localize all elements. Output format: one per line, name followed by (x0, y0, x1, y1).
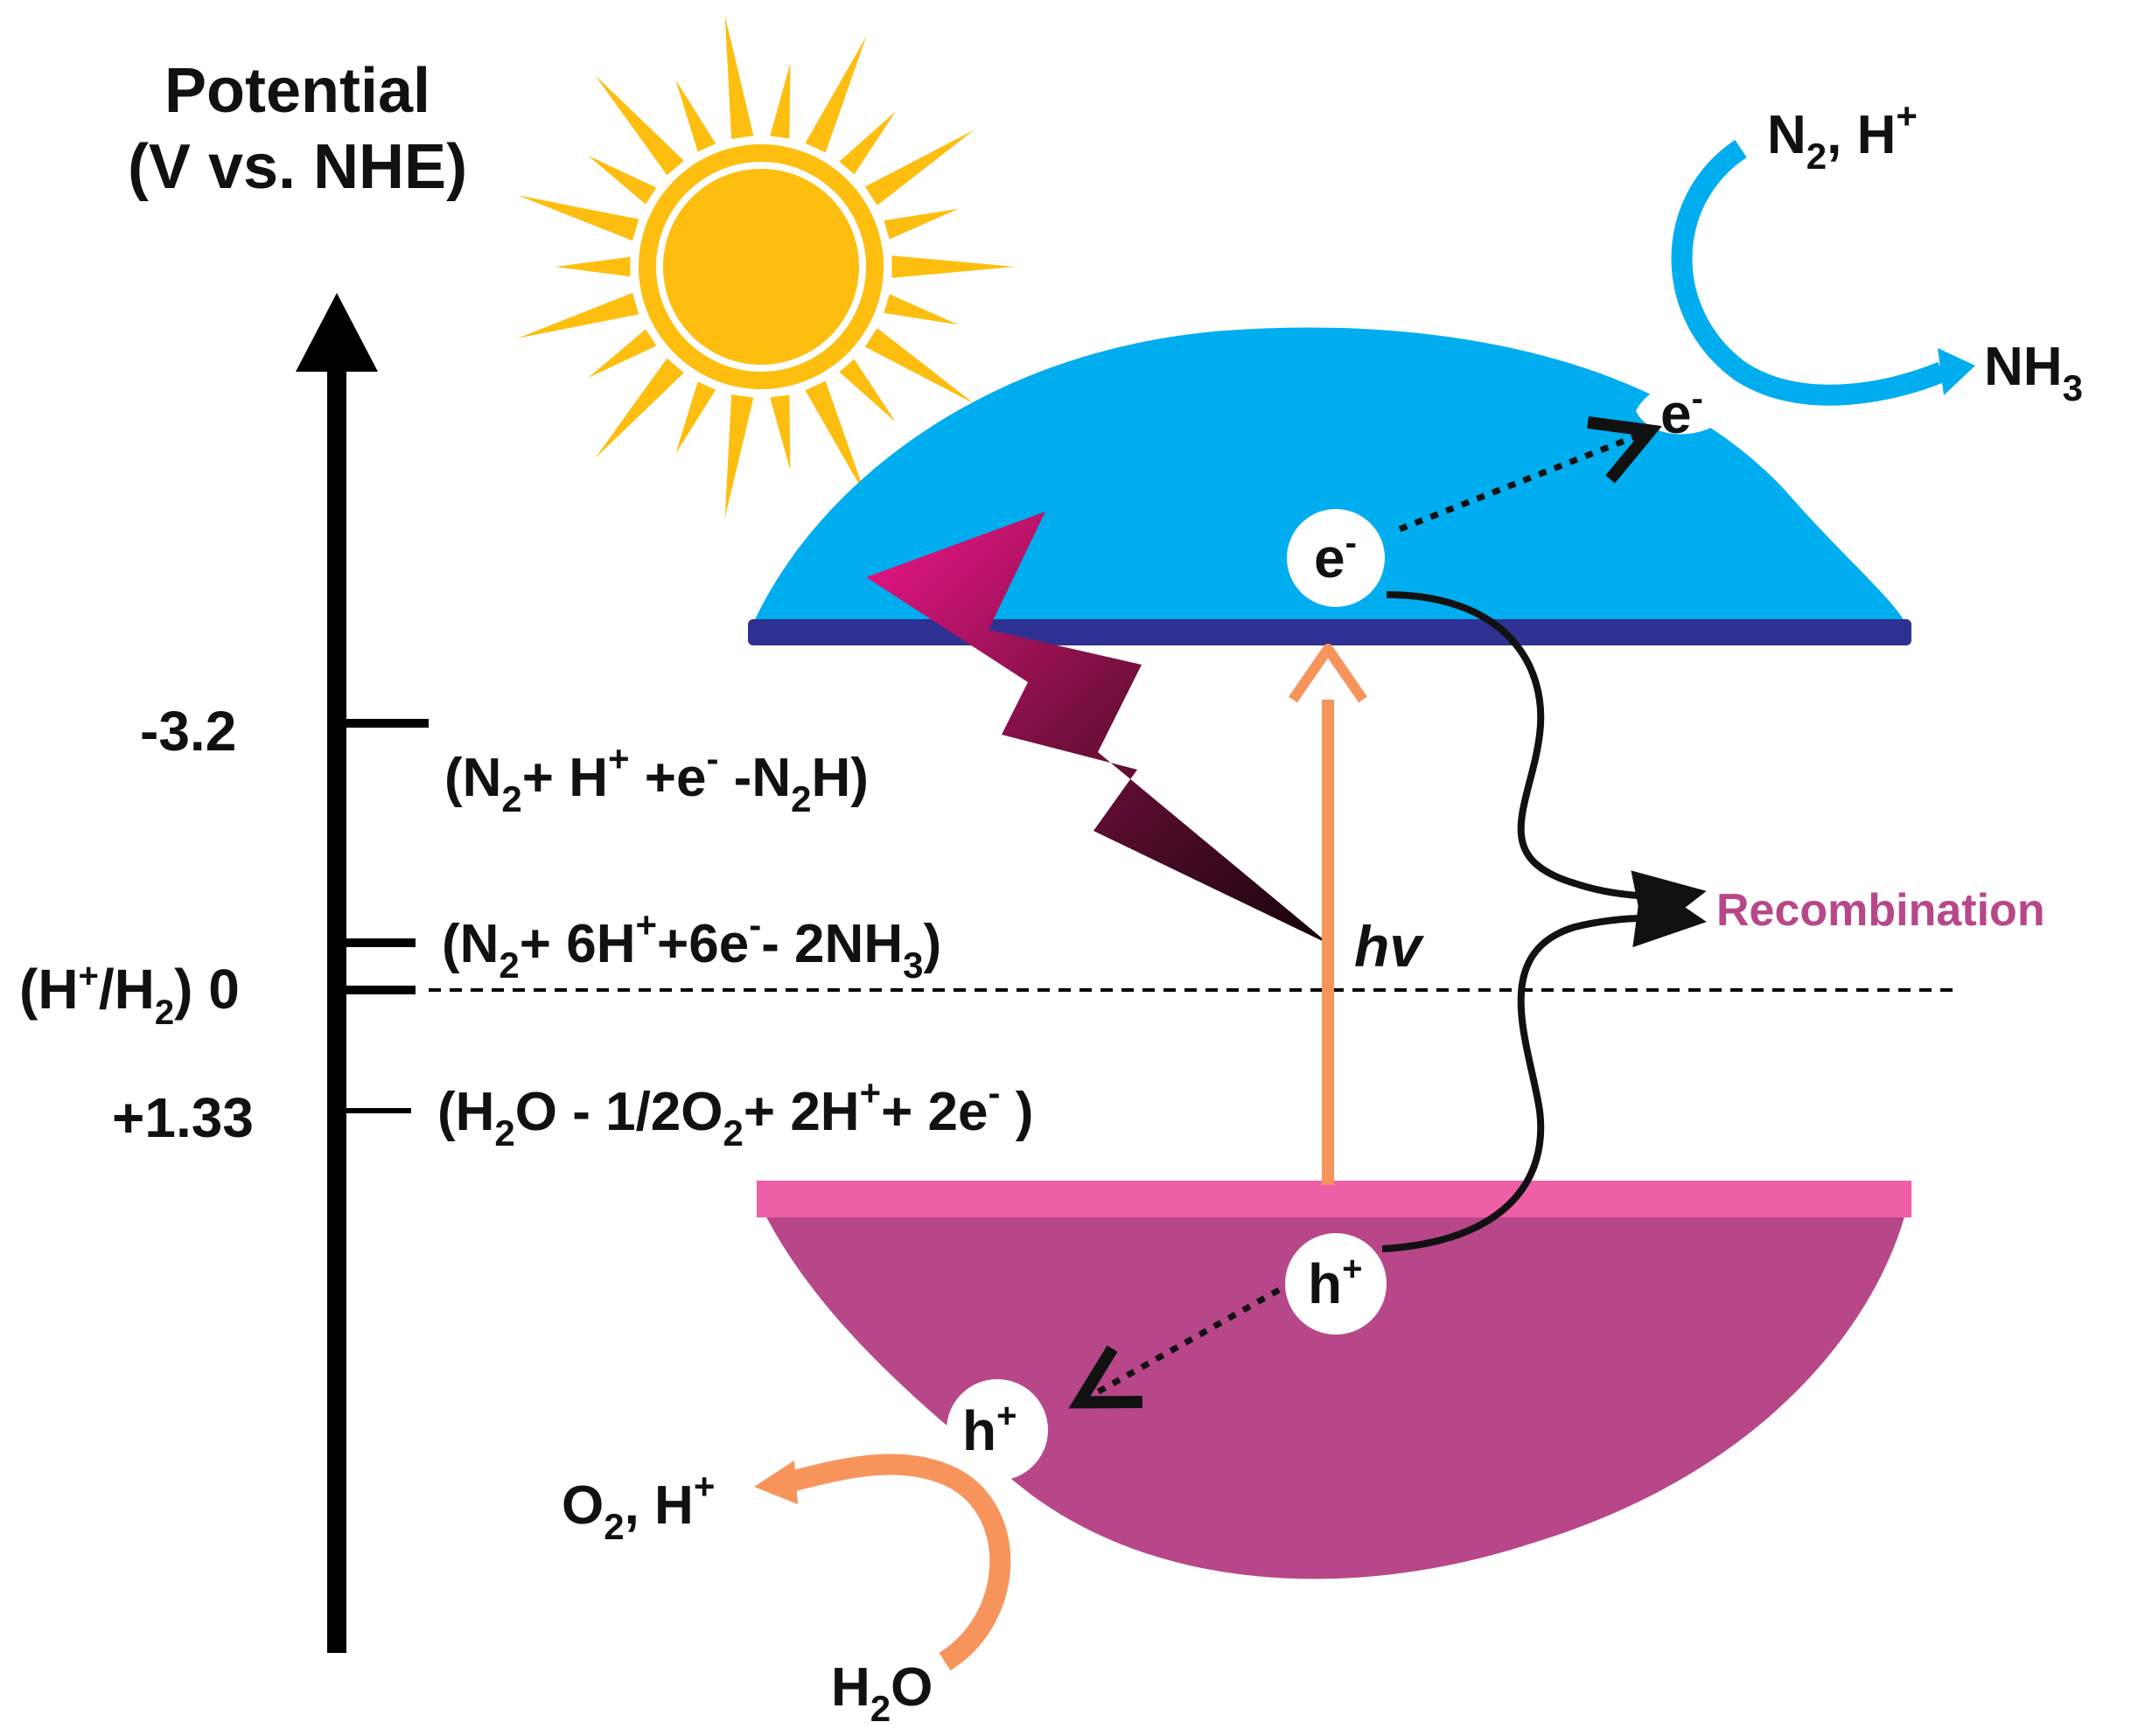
equation-nh3: (N2+ 6H++6e-- 2NH3) (442, 904, 941, 986)
sun-ray (864, 328, 975, 404)
axis-title-line1: Potential (164, 56, 430, 126)
sun-rays (517, 15, 1015, 519)
valence-band-edge (757, 1181, 1911, 1217)
hole-circle (1285, 1233, 1387, 1335)
conduction-band-dome (752, 327, 1907, 625)
reduction-product-label: NH3 (1984, 337, 2083, 408)
sun-ray (724, 394, 754, 519)
reduction-arrowhead (1938, 348, 1975, 395)
sun-ray (588, 329, 657, 379)
sun-icon (517, 15, 1015, 519)
tick-label-h2-zero: (H+/H2) 0 (19, 957, 240, 1032)
surface-electron-label: e- (1660, 380, 1703, 445)
sun-ray (805, 380, 867, 498)
sun-ray (770, 63, 791, 139)
hole-migration-dotted-arrow (1085, 1286, 1281, 1399)
sun-ray (770, 394, 791, 471)
equation-n2h: (N2+ H+ +e- -N2H) (444, 738, 869, 819)
photon-label: hv (1354, 914, 1424, 979)
electron-label: e- (1314, 524, 1357, 589)
sun-ray (595, 358, 684, 459)
sun-ray (517, 292, 639, 338)
reduction-curved-arrow (1671, 140, 1946, 406)
sun-ray (555, 256, 631, 277)
sun-ray (517, 195, 639, 241)
recombination-label: Recombination (1716, 885, 2045, 936)
surface-hole-circle (947, 1379, 1048, 1481)
sun-core (663, 169, 859, 365)
axis-title-line2: (V vs. NHE) (128, 132, 467, 202)
axis-arrowhead (296, 293, 378, 372)
sun-ray (891, 255, 1015, 278)
equation-water-oxidation: (H2O - 1/2O2+ 2H++ 2e- ) (437, 1072, 1033, 1154)
potential-axis: Potential (V vs. NHE) -3.2 (H+/H2) 0 +1.… (19, 56, 467, 1653)
oxidation-curved-arrow (785, 1454, 1011, 1671)
lightning-bolt-icon (866, 512, 1330, 945)
sun-ray (884, 208, 959, 240)
sun-ray (839, 111, 896, 175)
sun-ray (675, 80, 716, 152)
tick-label-minus-3-2: -3.2 (140, 700, 236, 763)
electron-recombination-curve (1386, 591, 1707, 939)
sun-ray (839, 359, 896, 422)
sun-ray (724, 15, 754, 139)
reduction-reactant-label: N2, H+ (1767, 95, 1918, 177)
valence-band (757, 1181, 1911, 1579)
electron-circle (1287, 509, 1385, 607)
sun-ray (588, 155, 657, 205)
valence-band-bowl (761, 1207, 1907, 1579)
sun-ray (675, 381, 716, 454)
surface-hole-label: h+ (962, 1397, 1017, 1462)
hole-recombination-curve (1381, 877, 1707, 1252)
sun-ray (864, 129, 975, 206)
oxidation-product-label: O2, H+ (562, 1466, 715, 1547)
conduction-band (748, 327, 1911, 645)
excitation-arrowhead (1289, 644, 1367, 703)
electron-migration-dotted-arrow (1398, 433, 1645, 533)
oxidation-arrowhead (754, 1461, 798, 1504)
hole-label: h+ (1308, 1250, 1362, 1315)
tick-label-plus-1-33: +1.33 (112, 1086, 254, 1149)
conduction-band-edge (748, 619, 1911, 645)
oxidation-reactant-label: H2O (831, 1657, 933, 1729)
sun-ray (805, 36, 867, 153)
sun-ray (595, 74, 684, 176)
sun-ray (884, 294, 959, 325)
